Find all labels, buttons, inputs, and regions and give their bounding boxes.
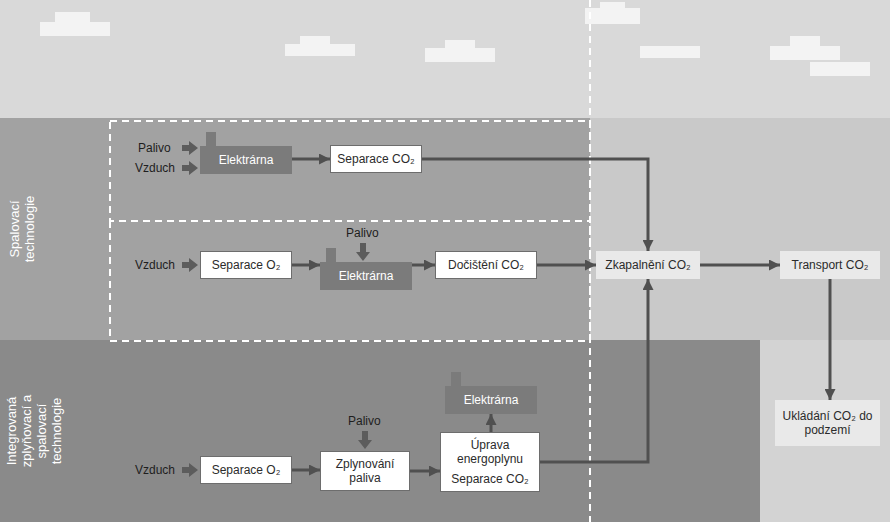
flow-arrow <box>700 264 780 267</box>
power-plant: Elektrárna <box>320 248 412 290</box>
input-label: Vzduch <box>135 463 175 477</box>
input-label: Vzduch <box>135 258 175 272</box>
pixel-clouds <box>40 2 870 76</box>
flow-arrow <box>292 158 330 161</box>
node-text: Ukládání CO₂ do podzemí <box>781 409 874 437</box>
node-text: Elektrárna <box>449 393 533 407</box>
process-step: Zkapalnění CO₂ <box>596 251 700 279</box>
node-text: Separace O₂ <box>207 258 285 272</box>
flow-arrow <box>490 414 493 432</box>
input-arrow <box>182 463 198 477</box>
input-arrow <box>358 431 372 449</box>
node-text: Dočištění CO₂ <box>442 258 530 272</box>
node-text: Elektrárna <box>324 269 408 283</box>
factory-shape <box>445 372 537 414</box>
power-plant: Elektrárna <box>200 132 292 174</box>
ground-region <box>760 340 890 522</box>
band-title: Integrovaná zplyňovací a spalovací techn… <box>4 389 64 473</box>
input-label: Palivo <box>138 141 171 155</box>
process-box: Dočištění CO₂ <box>435 251 537 279</box>
factory-shape <box>200 132 292 174</box>
input-arrow <box>182 141 198 155</box>
flow-arrow <box>540 279 648 462</box>
power-plant: Elektrárna <box>445 372 537 414</box>
flow-arrow <box>292 264 320 267</box>
process-box: Separace O₂ <box>200 251 292 279</box>
flow-arrow <box>292 469 320 472</box>
input-label: Vzduch <box>135 161 175 175</box>
input-arrow <box>356 243 370 261</box>
dashed-frame <box>110 0 590 522</box>
input-label: Palivo <box>348 414 381 428</box>
flow-arrow <box>537 264 596 267</box>
flow-arrow <box>829 279 832 400</box>
band-title: Spalovací technologie <box>7 179 37 279</box>
process-step: Ukládání CO₂ do podzemí <box>775 400 880 446</box>
node-text: Úprava energoplynu <box>447 438 533 466</box>
input-arrow <box>182 161 198 175</box>
flow-arrow <box>422 159 648 251</box>
node-text: Separace CO₂ <box>447 472 533 486</box>
sky <box>0 0 890 118</box>
process-step: Transport CO₂ <box>780 251 880 279</box>
node-text: Separace CO₂ <box>337 152 415 166</box>
flow-arrow <box>410 470 440 473</box>
node-text: Zplynování paliva <box>327 457 403 485</box>
process-box: Separace O₂ <box>200 456 292 484</box>
input-label: Palivo <box>346 226 379 240</box>
process-box: Zplynování paliva <box>320 451 410 491</box>
technology-band: Integrovaná zplyňovací a spalovací techn… <box>0 340 760 522</box>
process-box: Separace CO₂ <box>330 145 422 173</box>
node-text: Separace O₂ <box>207 463 285 477</box>
input-arrow <box>182 258 198 272</box>
flow-arrow <box>412 264 435 267</box>
node-text: Elektrárna <box>204 153 288 167</box>
node-text: Transport CO₂ <box>786 258 874 272</box>
technology-band: Spalovací technologieElektrárnaSeparace … <box>0 118 590 340</box>
ground-region <box>590 118 890 340</box>
process-box: Úprava energoplynuSeparace CO₂ <box>440 432 540 492</box>
node-text: Zkapalnění CO₂ <box>602 258 694 272</box>
